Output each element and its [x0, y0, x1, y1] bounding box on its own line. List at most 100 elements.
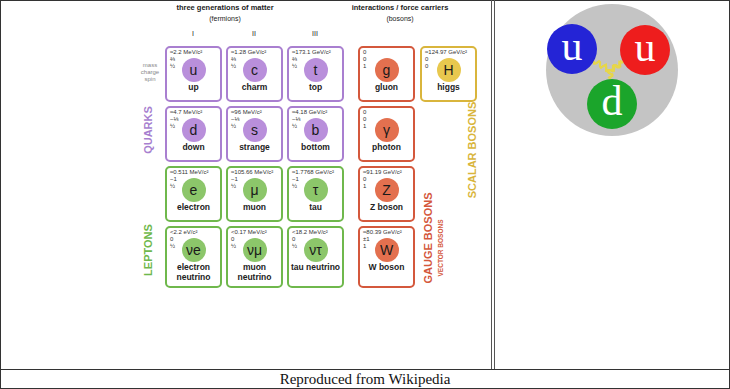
- particle-name: electron: [167, 203, 220, 213]
- panel-divider: [491, 0, 492, 369]
- particle-symbol: νe: [182, 238, 206, 262]
- spin-value: ½: [170, 123, 175, 130]
- spin-value: ½: [231, 243, 236, 250]
- particle-name: gluon: [360, 83, 413, 93]
- symbol-circle: u: [182, 58, 206, 82]
- particle-name: electron neutrino: [167, 263, 220, 282]
- quark-ball: u: [547, 24, 597, 74]
- particle-name: muon neutrino: [228, 263, 281, 282]
- particle-symbol: d: [182, 118, 206, 142]
- particle-symbol: H: [437, 58, 461, 82]
- particle-name: Z boson: [360, 203, 413, 213]
- charge-value: 0: [292, 236, 295, 243]
- particle-card: ≈0.511 MeV/c²−1½eelectron: [165, 166, 222, 222]
- mass-value: <2.2 eV/c²: [170, 229, 198, 236]
- particle-card: ≈105.66 MeV/c²−1½μmuon: [226, 166, 283, 222]
- header-label: spin: [144, 76, 155, 82]
- particle-card: ≈4.7 MeV/c²−⅓½ddown: [165, 106, 222, 162]
- spin-value: 1: [363, 183, 366, 190]
- symbol-circle: g: [375, 58, 399, 82]
- particle-name: down: [167, 143, 220, 153]
- gluon-line: [608, 61, 624, 79]
- particle-name: up: [167, 83, 220, 93]
- particle-name: photon: [360, 143, 413, 153]
- particle-card: <0.17 MeV/c²0½νμmuon neutrino: [226, 226, 283, 288]
- spin-value: ½: [231, 183, 236, 190]
- quark-ball: d: [587, 79, 637, 129]
- spin-value: ½: [292, 123, 297, 130]
- spin-value: 0: [425, 63, 428, 70]
- charge-value: ±1: [363, 236, 370, 243]
- header-label: (bosons): [386, 15, 413, 22]
- quark-ball: u: [620, 25, 670, 75]
- mass-value: ≈124.97 GeV/c²: [425, 49, 467, 56]
- symbol-circle: νμ: [243, 238, 267, 262]
- symbol-circle: γ: [375, 118, 399, 142]
- header-label: II: [252, 30, 256, 37]
- mass-value: ≈105.66 MeV/c²: [231, 169, 273, 176]
- mass-value: ≈4.18 GeV/c²: [292, 109, 327, 116]
- mass-value: ≈80.39 GeV/c²: [363, 229, 402, 236]
- symbol-circle: νe: [182, 238, 206, 262]
- mass-value: ≈96 MeV/c²: [231, 109, 262, 116]
- spin-value: ½: [231, 123, 236, 130]
- charge-value: 0: [170, 236, 173, 243]
- group-label: LEPTONS: [143, 224, 154, 276]
- charge-value: 0: [231, 236, 234, 243]
- symbol-circle: W: [375, 238, 399, 262]
- spin-value: 1: [363, 63, 366, 70]
- mass-value: ≈1.7768 GeV/c²: [292, 169, 334, 176]
- header-label: three generations of matter: [176, 4, 273, 12]
- particle-name: charm: [228, 83, 281, 93]
- particle-symbol: t: [304, 58, 328, 82]
- charge-value: −1: [292, 176, 299, 183]
- header-label: (fermions): [209, 15, 241, 22]
- particle-symbol: e: [182, 178, 206, 202]
- charge-value: 0: [363, 176, 366, 183]
- particle-symbol: Z: [375, 178, 399, 202]
- mass-value: ≈2.2 MeV/c²: [170, 49, 202, 56]
- particle-card: ≈2.2 MeV/c²⅔½uup: [165, 46, 222, 102]
- caption: Reproduced from Wikipedia: [0, 370, 730, 388]
- quark-letter: u: [620, 25, 670, 69]
- particle-name: strange: [228, 143, 281, 153]
- particle-name: tau: [289, 203, 342, 213]
- particle-card: 001γphoton: [358, 106, 415, 162]
- spin-value: ½: [170, 243, 175, 250]
- symbol-circle: ντ: [304, 238, 328, 262]
- particle-name: top: [289, 83, 342, 93]
- charge-value: ⅔: [292, 56, 297, 63]
- particle-card: <2.2 eV/c²0½ νeelectron neutrino: [165, 226, 222, 288]
- charge-value: −1: [231, 176, 238, 183]
- header-label: charge: [141, 69, 159, 75]
- proton-disc: [546, 4, 678, 136]
- symbol-circle: Z: [375, 178, 399, 202]
- particle-card: ≈173.1 GeV/c²⅔½ttop: [287, 46, 344, 102]
- symbol-circle: c: [243, 58, 267, 82]
- symbol-circle: μ: [243, 178, 267, 202]
- particle-card: ≈4.18 GeV/c²−⅓½bbottom: [287, 106, 344, 162]
- particle-symbol: μ: [243, 178, 267, 202]
- symbol-circle: d: [182, 118, 206, 142]
- group-label: VECTOR BOSONS: [438, 220, 445, 277]
- header-label: interactions / force carriers: [352, 4, 449, 12]
- mass-value: ≈1.28 GeV/c²: [231, 49, 266, 56]
- spin-value: 1: [363, 123, 366, 130]
- particle-symbol: τ: [304, 178, 328, 202]
- particle-card: ≈96 MeV/c²−⅓½sstrange: [226, 106, 283, 162]
- particle-card: ≈1.28 GeV/c²⅔½ccharm: [226, 46, 283, 102]
- header-label: I: [192, 30, 194, 37]
- particle-symbol: s: [243, 118, 267, 142]
- mass-value: 0: [363, 109, 366, 116]
- group-label: GAUGE BOSONS: [423, 192, 434, 283]
- particle-name: W boson: [360, 263, 413, 273]
- charge-value: −⅓: [170, 116, 179, 123]
- particle-name: tau neutrino: [289, 263, 342, 273]
- particle-name: higgs: [422, 83, 475, 93]
- particle-symbol: γ: [375, 118, 399, 142]
- mass-value: <18.2 MeV/c²: [292, 229, 328, 236]
- particle-card: ≈80.39 GeV/c²±11WW boson: [358, 226, 415, 288]
- particle-name: muon: [228, 203, 281, 213]
